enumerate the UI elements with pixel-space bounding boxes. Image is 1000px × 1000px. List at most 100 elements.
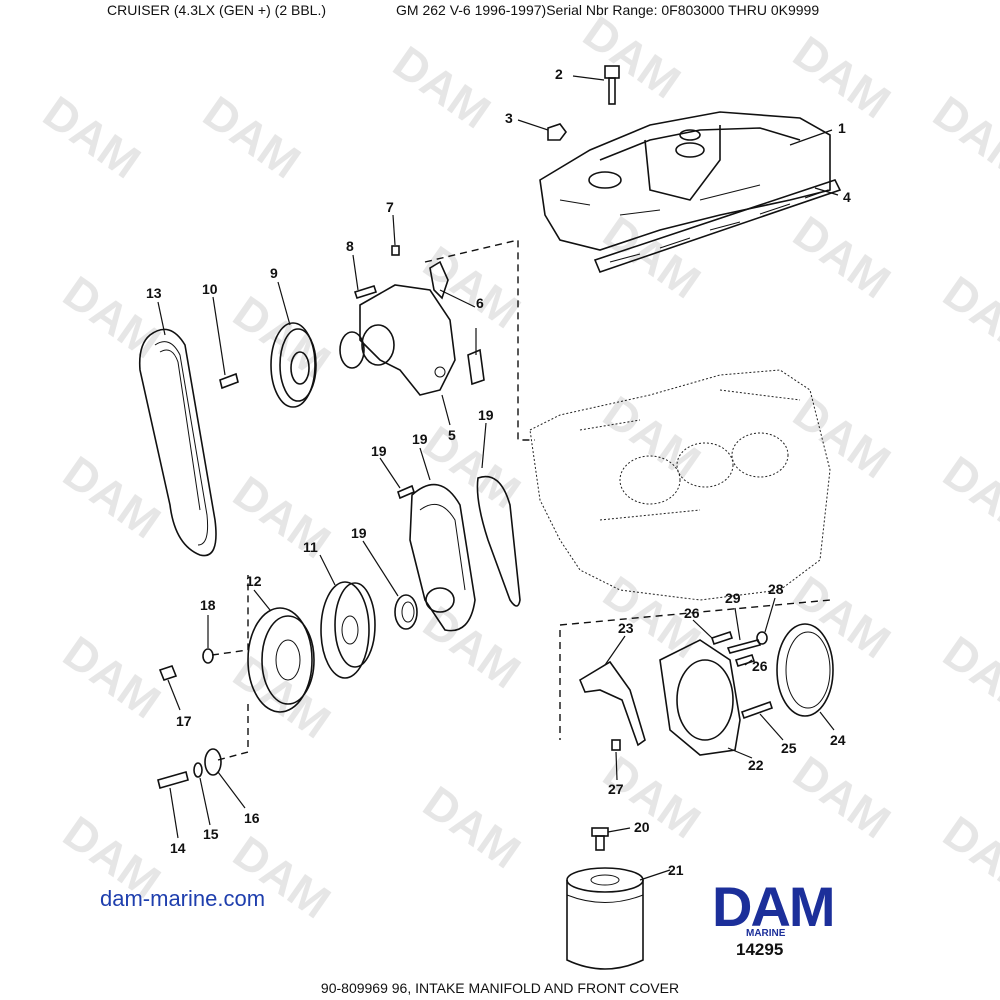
- watermark-17: DAM: [934, 446, 1000, 549]
- watermark-13: DAM: [224, 466, 340, 569]
- part-seal-19: [394, 594, 418, 630]
- callout-3: 3: [505, 110, 513, 126]
- watermark-18: DAM: [54, 626, 170, 729]
- callout-4: 4: [843, 189, 851, 205]
- part-bolt-17: [158, 665, 178, 681]
- watermark-9: DAM: [594, 206, 710, 309]
- website-link[interactable]: dam-marine.com: [100, 886, 266, 911]
- watermark-25: DAM: [224, 826, 340, 929]
- callout-27: 27: [608, 781, 624, 797]
- watermark-10: DAM: [784, 206, 900, 309]
- callout-19a: 19: [478, 407, 494, 423]
- watermark-1: DAM: [194, 86, 310, 189]
- callout-9: 9: [270, 265, 278, 281]
- leader-lines: [157, 75, 839, 881]
- part-crank-pulley: [247, 607, 315, 713]
- callout-28: 28: [768, 581, 784, 597]
- callout-24: 24: [830, 732, 846, 748]
- watermark-0: DAM: [34, 86, 150, 189]
- watermark-7: DAM: [224, 286, 340, 389]
- part-oil-filter: [566, 867, 644, 970]
- part-stud-29: [726, 639, 762, 654]
- watermark-29: DAM: [934, 806, 1000, 909]
- dam-marine-logo: DAM MARINE 14295: [712, 874, 892, 974]
- callout-10: 10: [202, 281, 218, 297]
- part-bolt-25: [740, 700, 774, 720]
- part-bolt-19: [397, 484, 415, 500]
- part-plug-7: [391, 245, 400, 256]
- part-pulley-9: [270, 322, 317, 408]
- callout-19c: 19: [371, 443, 387, 459]
- callout-15: 15: [203, 826, 219, 842]
- watermark-23: DAM: [934, 626, 1000, 729]
- part-front-cover: [409, 475, 521, 632]
- watermark-4: DAM: [784, 26, 900, 129]
- watermark-14: DAM: [414, 416, 530, 519]
- watermark-5: DAM: [924, 86, 1000, 189]
- watermark-6: DAM: [54, 266, 170, 369]
- callout-5: 5: [448, 427, 456, 443]
- callout-6: 6: [476, 295, 484, 311]
- part-bolt-26: [710, 630, 734, 646]
- callout-13: 13: [146, 285, 162, 301]
- part-manifold-gasket: [593, 179, 842, 273]
- part-pin-27: [611, 739, 621, 751]
- diagram-number: 14295: [736, 940, 784, 959]
- logo-brand: DAM: [712, 875, 836, 938]
- callout-labels: 1 2 3 4 5 6 7 8 9 10 11 12 13 14 15 16 1…: [146, 66, 851, 878]
- logo-sub: MARINE: [746, 928, 786, 939]
- callout-21: 21: [668, 862, 684, 878]
- header: CRUISER (4.3LX (GEN +) (2 BBL.) GM 262 V…: [0, 2, 1000, 22]
- watermark-11: DAM: [934, 266, 1000, 369]
- part-bolt-14: [157, 771, 189, 789]
- part-nut-3: [547, 123, 567, 141]
- part-drive-belt: [138, 328, 217, 557]
- part-rear-main-seal: [776, 623, 834, 717]
- watermark-12: DAM: [54, 446, 170, 549]
- part-rear-seal-gasket: [578, 660, 646, 747]
- part-bolt-2: [604, 65, 620, 105]
- callout-19b: 19: [412, 431, 428, 447]
- callout-26b: 26: [752, 658, 768, 674]
- part-harmonic-balancer: [320, 581, 376, 679]
- callout-1: 1: [838, 120, 846, 136]
- header-model: CRUISER (4.3LX (GEN +) (2 BBL.): [107, 2, 327, 18]
- callout-22: 22: [748, 757, 764, 773]
- assembly-lines: [211, 239, 831, 761]
- part-bolt-8: [353, 285, 378, 299]
- watermark-3: DAM: [574, 6, 690, 109]
- callout-25: 25: [781, 740, 797, 756]
- watermark-2: DAM: [384, 36, 500, 139]
- watermark-22: DAM: [784, 566, 900, 669]
- callout-23: 23: [618, 620, 634, 636]
- header-engine-serial: GM 262 V-6 1996-1997)Serial Nbr Range: 0…: [396, 2, 820, 18]
- part-bolt-10: [219, 372, 239, 390]
- part-engine-block: [529, 369, 831, 601]
- callout-12: 12: [246, 573, 262, 589]
- watermark-19: DAM: [224, 646, 340, 749]
- callout-29: 29: [725, 590, 741, 606]
- watermark-16: DAM: [784, 386, 900, 489]
- callout-11: 11: [303, 539, 318, 555]
- part-washer-15: [193, 762, 203, 778]
- callout-18: 18: [200, 597, 216, 613]
- callout-26a: 26: [684, 605, 700, 621]
- watermark-26: DAM: [414, 776, 530, 879]
- callout-2: 2: [555, 66, 563, 82]
- callout-17: 17: [176, 713, 192, 729]
- watermark-28: DAM: [784, 746, 900, 849]
- callout-7: 7: [386, 199, 394, 215]
- part-water-pump: [339, 284, 456, 396]
- watermark-15: DAM: [594, 386, 710, 489]
- callout-8: 8: [346, 238, 354, 254]
- part-intake-manifold: [539, 111, 831, 251]
- callout-16: 16: [244, 810, 260, 826]
- callout-19d: 19: [351, 525, 367, 541]
- part-washer-18: [202, 648, 214, 664]
- part-rear-seal-housing: [659, 639, 741, 756]
- callout-14: 14: [170, 840, 186, 856]
- part-bolt-26b: [734, 654, 756, 667]
